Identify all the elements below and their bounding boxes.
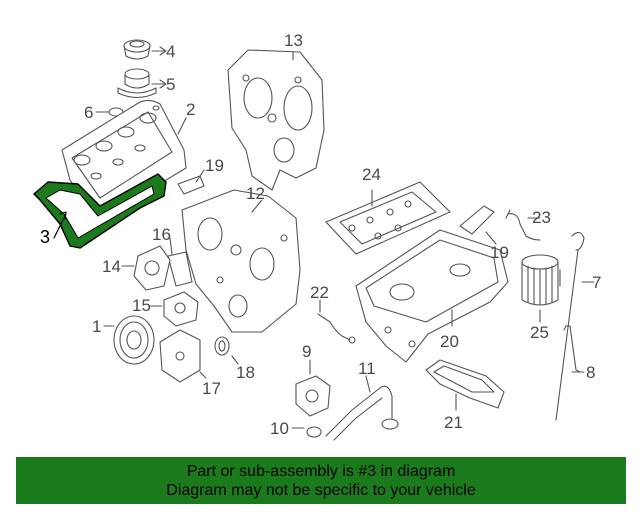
callout-19b: 19 <box>490 243 509 262</box>
part-19-bracket-a <box>177 169 205 195</box>
part-21-lower-oil-pan <box>425 359 505 411</box>
callout-10: 10 <box>270 419 289 438</box>
part-3-gasket-highlighted <box>33 173 167 249</box>
part-10-oring <box>291 426 322 438</box>
callout-16: 16 <box>152 225 171 244</box>
callout-20: 20 <box>440 332 459 351</box>
banner-disclaimer-line: Diagram may not be specific to your vehi… <box>166 481 476 499</box>
callout-18: 18 <box>236 363 255 382</box>
callout-8: 8 <box>586 363 596 382</box>
banner-part-line: Part or sub-assembly is #3 in diagram <box>186 462 456 480</box>
part-8-dipstick-tube <box>563 325 585 373</box>
callout-17: 17 <box>202 379 221 398</box>
part-7-dipstick <box>555 231 595 421</box>
part-24-baffle-plate <box>325 181 451 255</box>
part-13-timing-cover <box>227 49 325 191</box>
callout-6: 6 <box>84 103 94 122</box>
callout-23: 23 <box>532 208 551 227</box>
callout-12: 12 <box>246 184 265 203</box>
callout-24: 24 <box>362 165 381 184</box>
callout-11: 11 <box>358 359 376 378</box>
part-20-oil-pan <box>355 229 509 363</box>
callout-21: 21 <box>444 413 463 432</box>
part-info-banner: Part or sub-assembly is #3 in diagram Di… <box>16 457 626 504</box>
callout-25: 25 <box>530 323 549 342</box>
callout-19a: 19 <box>205 156 224 175</box>
part-9-oil-pump <box>295 359 331 417</box>
callout-1: 1 <box>92 317 102 336</box>
part-16-seal <box>167 237 193 287</box>
part-22-sensor <box>317 299 356 344</box>
part-5-filler-neck <box>117 68 167 99</box>
callout-14: 14 <box>102 257 121 276</box>
callout-2: 2 <box>186 100 196 119</box>
callout-9: 9 <box>302 342 312 361</box>
callout-22: 22 <box>310 283 329 302</box>
part-17-cover-plate <box>159 329 207 383</box>
part-4-oil-cap <box>123 39 167 60</box>
part-14-water-pump <box>121 245 171 291</box>
part-23-oil-pipe <box>505 209 541 241</box>
part-25-oil-filter <box>521 254 559 323</box>
callout-5: 5 <box>166 75 176 94</box>
parts-diagram: 4 5 6 2 13 19 12 24 23 3 16 14 19 7 22 1… <box>33 31 602 441</box>
callout-3-highlighted: 3 <box>40 227 51 247</box>
part-18-front-seal <box>214 336 239 365</box>
part-1-crank-pulley <box>103 315 155 365</box>
part-15-housing <box>149 291 199 327</box>
diagram-drawing <box>33 39 595 441</box>
callout-13: 13 <box>284 31 303 50</box>
callout-15: 15 <box>132 296 151 315</box>
callout-7: 7 <box>592 273 602 292</box>
part-11-strainer-pipe <box>325 375 399 441</box>
part-19-strainer-b <box>459 205 497 245</box>
part-12-front-cover <box>181 189 301 333</box>
callout-4: 4 <box>166 42 176 61</box>
